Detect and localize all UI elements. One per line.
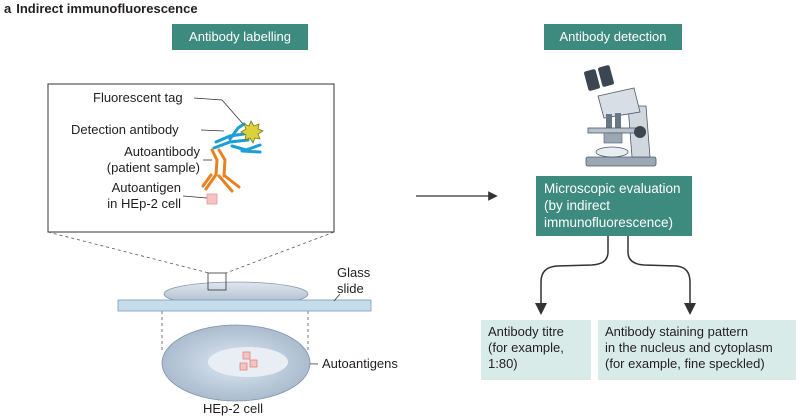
glass-slide-label: Glass slide [337,265,370,297]
autoantigen-label-line1: Autoantigen [111,180,181,195]
zoom-region-marker [207,272,227,291]
autoantigens-label: Autoantigens [322,356,398,371]
panel-title: Indirect immunofluorescence [16,1,198,16]
glass-slide-label-line2: slide [337,281,364,296]
detection-antibody-label: Detection antibody [71,122,179,137]
pattern-line3: (for example, fine speckled) [605,356,765,371]
pattern-line1: Antibody staining pattern [605,324,749,339]
panel-letter: a [4,1,12,16]
autoantibody-label: Autoantibody (patient sample) [88,144,200,176]
autoantigen-square [206,193,218,205]
fluorescent-tag-star [240,120,264,144]
autoantigen-square [249,359,258,368]
autoantibody-label-line1: Autoantibody [124,144,200,159]
evaluation-line2: (by indirect [544,198,611,213]
evaluation-line3: immunofluorescence) [544,215,674,230]
staining-pattern-box: Antibody staining pattern in the nucleus… [598,320,796,380]
microscopic-evaluation-box: Microscopic evaluation (by indirect immu… [536,176,692,236]
detection-antibody-shape [212,122,262,154]
titre-line2: (for example, [488,340,564,355]
pattern-line2: in the nucleus and cytoplasm [605,340,773,355]
figure-title: a Indirect immunofluorescence [4,1,198,16]
titre-line1: Antibody titre [488,324,564,339]
microscope-icon [584,65,657,167]
antibody-labelling-header: Antibody labelling [172,24,308,50]
autoantigen-square [239,362,248,371]
antibody-detection-header: Antibody detection [544,24,682,50]
zoom-dashed-lines [47,231,335,351]
autoantigen-square [242,351,251,360]
zoom-inset-box [47,83,335,233]
fluorescent-tag-label: Fluorescent tag [93,90,183,105]
hep2-cell-region [208,347,288,377]
autoantibody-label-line2: (patient sample) [106,160,200,175]
titre-line3: 1:80) [488,356,518,371]
autoantigen-label-line2: in HEp-2 cell [107,196,181,211]
hep2-cell-label: HEp-2 cell [203,401,263,416]
evaluation-line1: Microscopic evaluation [544,181,681,196]
branch-arrows [535,236,696,315]
autoantigen-label: Autoantigen in HEp-2 cell [88,180,181,212]
antibody-cartoon [201,120,264,205]
glass-slide-label-line1: Glass [337,265,371,280]
glass-slide [117,299,372,312]
autoantibody-shape [201,148,241,193]
antibody-titre-box: Antibody titre (for example, 1:80) [481,320,591,380]
